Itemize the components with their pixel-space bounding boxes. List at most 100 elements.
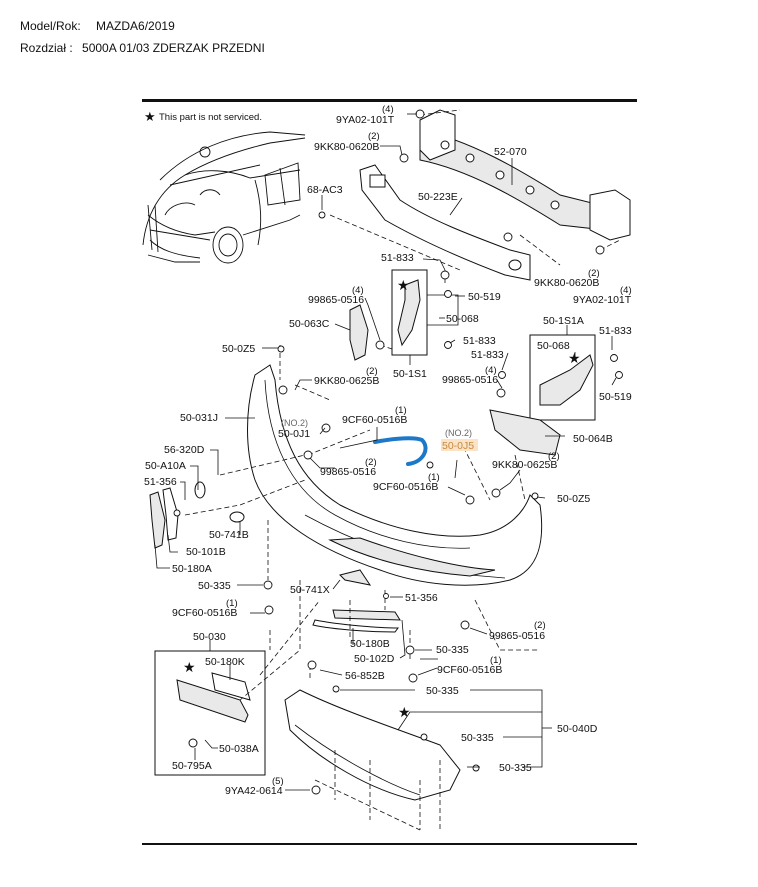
group-box-50-1S1-ext	[427, 294, 459, 326]
callout-9KK80-0620B: 9KK80-0620B	[314, 141, 379, 153]
callout-50-1S1A: 50-1S1A	[543, 315, 584, 327]
callout-50-102D: 50-102D	[354, 653, 395, 665]
callout-50-063C: 50-063C	[289, 318, 330, 330]
callout-50-741B: 50-741B	[209, 529, 249, 541]
qty-9YA02-101T-right: (4)	[620, 285, 632, 296]
highlight-50-0J5	[441, 439, 478, 451]
callout-50-0J1: 50-0J1	[278, 428, 310, 440]
group-box-50-1S1A	[529, 334, 596, 421]
legend-text: This part is not serviced.	[159, 112, 262, 123]
bracket-50-064B-part	[489, 409, 561, 456]
callout-56-320D: 56-320D	[164, 444, 205, 456]
callout-50-335: 50-335	[461, 732, 494, 744]
strip-50-102D-part	[332, 609, 401, 621]
callout-50-795A: 50-795A	[172, 760, 212, 772]
callout-51-833: 51-833	[463, 335, 496, 347]
section-value: 5000A 01/03 ZDERZAK PRZEDNI	[82, 41, 265, 55]
callout-50-030: 50-030	[193, 631, 226, 643]
bumper-cover-50-031J	[247, 364, 543, 586]
callout-99865-0516: 99865-0516	[308, 294, 364, 306]
callout-50-064B: 50-064B	[573, 433, 613, 445]
top-rule	[142, 99, 637, 102]
callout-50-223E: 50-223E	[418, 191, 458, 203]
under-cover-50-040D-part	[284, 689, 461, 801]
callout-9CF60-0516B: 9CF60-0516B	[172, 607, 237, 619]
callout-51-356: 51-356	[144, 476, 177, 488]
qty-9KK80-0625B-a: (2)	[366, 366, 378, 377]
model-value: MAZDA6/2019	[96, 19, 175, 33]
callout-56-852B: 56-852B	[345, 670, 385, 682]
bracket-50-063C-part	[349, 304, 369, 361]
molding-50-180B-part	[312, 619, 399, 633]
callout-50-335: 50-335	[198, 580, 231, 592]
cap-50-741B-part	[229, 511, 245, 523]
star-icon: ★	[144, 109, 156, 124]
qty-99865-0516-d: (2)	[534, 620, 546, 631]
callout-50-1S1: 50-1S1	[393, 368, 427, 380]
callout-51-833: 51-833	[471, 349, 504, 361]
star-icon: ★	[568, 350, 581, 366]
star-icon: ★	[398, 704, 411, 720]
qty-9CF60-0516B-c: (1)	[226, 598, 238, 609]
callout-50-040D: 50-040D	[557, 723, 598, 735]
qty-9YA42-0614: (5)	[272, 776, 284, 787]
callout-51-833: 51-833	[599, 325, 632, 337]
callout-50-068: 50-068	[446, 313, 479, 325]
callout-50-335: 50-335	[436, 644, 469, 656]
sub-50-0J1: (NO.2)	[281, 418, 308, 428]
section-label: Rozdział :	[20, 41, 73, 55]
sub-50-0J5: (NO.2)	[445, 428, 472, 438]
license-bracket-part	[176, 679, 249, 723]
blue-annotation-mark	[373, 436, 428, 466]
callout-9YA42-0614: 9YA42-0614	[225, 785, 283, 797]
fasteners	[173, 109, 623, 795]
callout-50-180K: 50-180K	[205, 656, 245, 668]
callout-50-038A: 50-038A	[219, 743, 259, 755]
qty-99865-0516-b: (4)	[485, 365, 497, 376]
callout-51-356: 51-356	[405, 592, 438, 604]
callout-50-519: 50-519	[468, 291, 501, 303]
callout-9KK80-0620B: 9KK80-0620B	[534, 277, 599, 289]
bumper-reinforcement-52-070	[419, 109, 631, 241]
callout-50-741X: 50-741X	[290, 584, 330, 596]
qty-9KK80-0620B-top: (2)	[368, 131, 380, 142]
callout-9KK80-0625B: 9KK80-0625B	[314, 375, 379, 387]
callout-9CF60-0516B: 9CF60-0516B	[373, 481, 438, 493]
group-box-50-030	[154, 650, 266, 776]
bracket-50-1S1-part	[397, 279, 421, 347]
group-box-50-1S1	[391, 269, 428, 356]
callout-99865-0516: 99865-0516	[442, 374, 498, 386]
callout-50-0Z5: 50-0Z5	[222, 343, 255, 355]
bracket-50-180K-part	[211, 672, 251, 701]
callout-99865-0516: 99865-0516	[489, 630, 545, 642]
model-line: Model/Rok: MAZDA6/2019	[20, 19, 175, 33]
callout-9KK80-0625B: 9KK80-0625B	[492, 459, 557, 471]
bracket-50-101B-part	[162, 487, 179, 541]
callout-50-180A: 50-180A	[172, 563, 212, 575]
qty-99865-0516-c: (2)	[365, 457, 377, 468]
leader-lines	[154, 113, 617, 791]
star-icon: ★	[397, 277, 410, 293]
qty-99865-0516-a: (4)	[352, 285, 364, 296]
callout-99865-0516: 99865-0516	[320, 466, 376, 478]
callout-68-AC3: 68-AC3	[307, 184, 343, 196]
callout-50-519: 50-519	[599, 391, 632, 403]
qty-9CF60-0516B-d: (1)	[490, 655, 502, 666]
molding-50-180A-part	[149, 491, 166, 549]
callout-50-A10A: 50-A10A	[145, 460, 186, 472]
callout-51-833: 51-833	[381, 252, 414, 264]
energy-absorber-50-223E	[359, 164, 531, 281]
model-label: Model/Rok:	[20, 19, 81, 33]
callout-9CF60-0516B: 9CF60-0516B	[437, 664, 502, 676]
car-illustration	[142, 131, 306, 264]
callout-9CF60-0516B: 9CF60-0516B	[342, 414, 407, 426]
callout-9YA02-101T: 9YA02-101T	[573, 294, 632, 306]
callout-9YA02-101T: 9YA02-101T	[336, 114, 395, 126]
callout-50-335: 50-335	[499, 762, 532, 774]
clip-50-795A-part	[188, 738, 198, 748]
callout-50-335: 50-335	[426, 685, 459, 697]
callout-50-180B: 50-180B	[350, 638, 390, 650]
bottom-rule	[142, 843, 637, 845]
section-line: Rozdział : 5000A 01/03 ZDERZAK PRZEDNI	[20, 41, 265, 55]
